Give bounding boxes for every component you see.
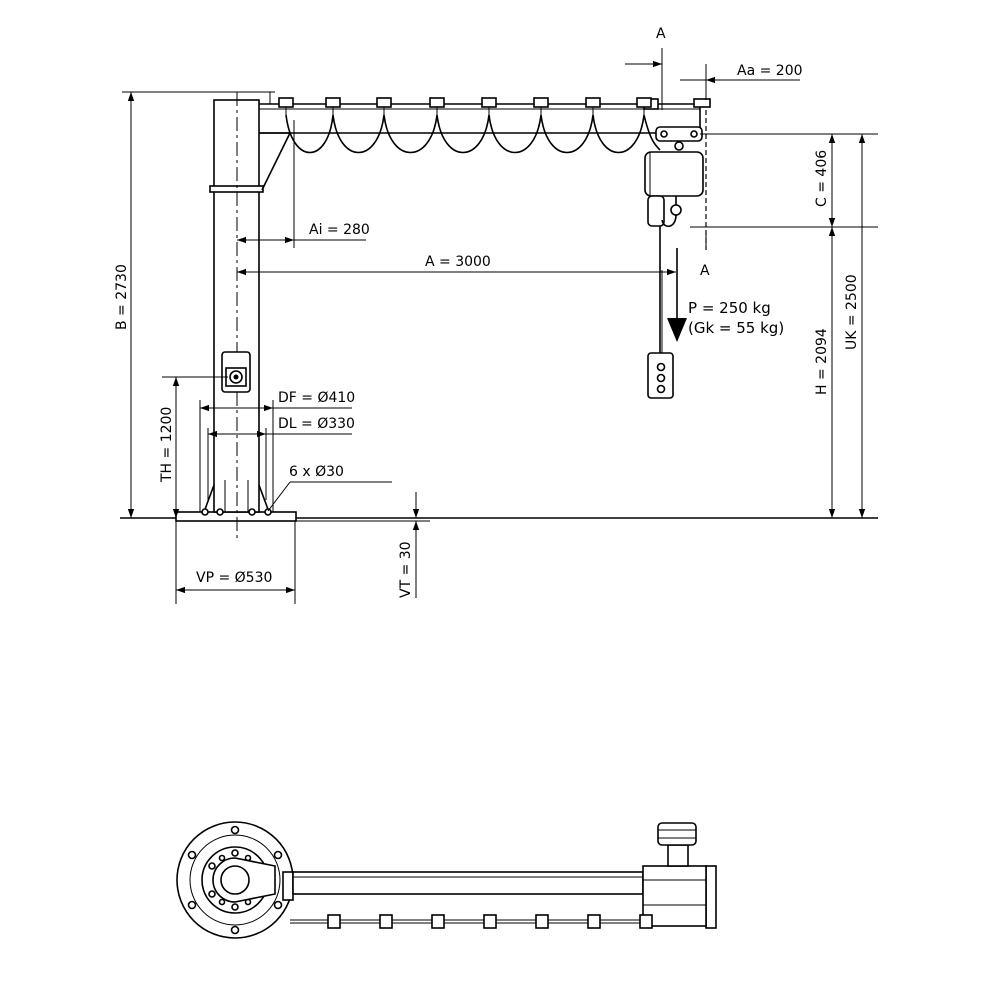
section-mark-top: A (656, 26, 666, 42)
column (201, 92, 272, 540)
base-plate (175, 511, 297, 522)
dim-b: B = 2730 (114, 91, 214, 518)
dim-aa: Aa = 200 (625, 60, 803, 100)
dim-vp-label: VP = Ø530 (196, 570, 272, 586)
column-plan (220, 865, 250, 895)
festoon-cable (285, 114, 661, 154)
dim-df: DF = Ø410 (199, 390, 355, 512)
dim-holes: 6 x Ø30 (267, 464, 392, 512)
hoist-plan (642, 865, 707, 927)
dim-ai-label: Ai = 280 (309, 222, 370, 238)
side-elevation-view: P = 250 kg (Gk = 55 kg) A A Aa = 200 B =… (114, 26, 878, 604)
dim-holes-label: 6 x Ø30 (289, 464, 344, 480)
dim-dl-label: DL = Ø330 (278, 416, 355, 432)
dim-df-label: DF = Ø410 (278, 390, 355, 406)
section-mark-bottom: A (700, 263, 710, 279)
dim-th: TH = 1200 (159, 376, 228, 518)
dim-dl: DL = Ø330 (207, 416, 355, 500)
dim-vt: VT = 30 (296, 492, 430, 598)
plan-view (176, 821, 717, 939)
hoist-motor-plan (657, 822, 697, 846)
cable-trolley (636, 97, 652, 115)
dim-c: C = 406 (690, 133, 878, 228)
dim-c-label: C = 406 (814, 150, 830, 207)
dim-vt-label: VT = 30 (398, 541, 414, 598)
cable-trolley (376, 97, 392, 115)
cable-trolley (481, 97, 497, 115)
cable-trolley (325, 97, 341, 115)
dim-a: A = 3000 (237, 254, 676, 276)
dim-h: H = 2094 (814, 227, 836, 518)
dim-vp: VP = Ø530 (175, 521, 296, 604)
dim-uk: UK = 2500 (844, 134, 866, 518)
electric-chain-hoist (644, 110, 707, 399)
jib-arm-plan (292, 871, 644, 895)
dim-uk-label: UK = 2500 (844, 274, 860, 350)
dim-ai: Ai = 280 (237, 120, 370, 248)
dim-aa-label: Aa = 200 (737, 63, 803, 79)
load-arrow (667, 248, 687, 342)
festoon-trolleys-plan (327, 914, 653, 929)
festoon-cable-system (278, 97, 661, 154)
dim-a-label: A = 3000 (425, 254, 491, 270)
chain-bag (647, 195, 665, 227)
cable-trolley (533, 97, 549, 115)
cable-trolley (429, 97, 445, 115)
hoist-body (644, 151, 704, 197)
hoist-weight-label: (Gk = 55 kg) (688, 319, 784, 337)
dim-b-label: B = 2730 (114, 264, 130, 330)
load-label: P = 250 kg (688, 299, 771, 317)
cable-trolley (585, 97, 601, 115)
cable-trolley (278, 97, 294, 115)
dim-h-label: H = 2094 (814, 328, 830, 395)
dim-th-label: TH = 1200 (159, 407, 175, 483)
